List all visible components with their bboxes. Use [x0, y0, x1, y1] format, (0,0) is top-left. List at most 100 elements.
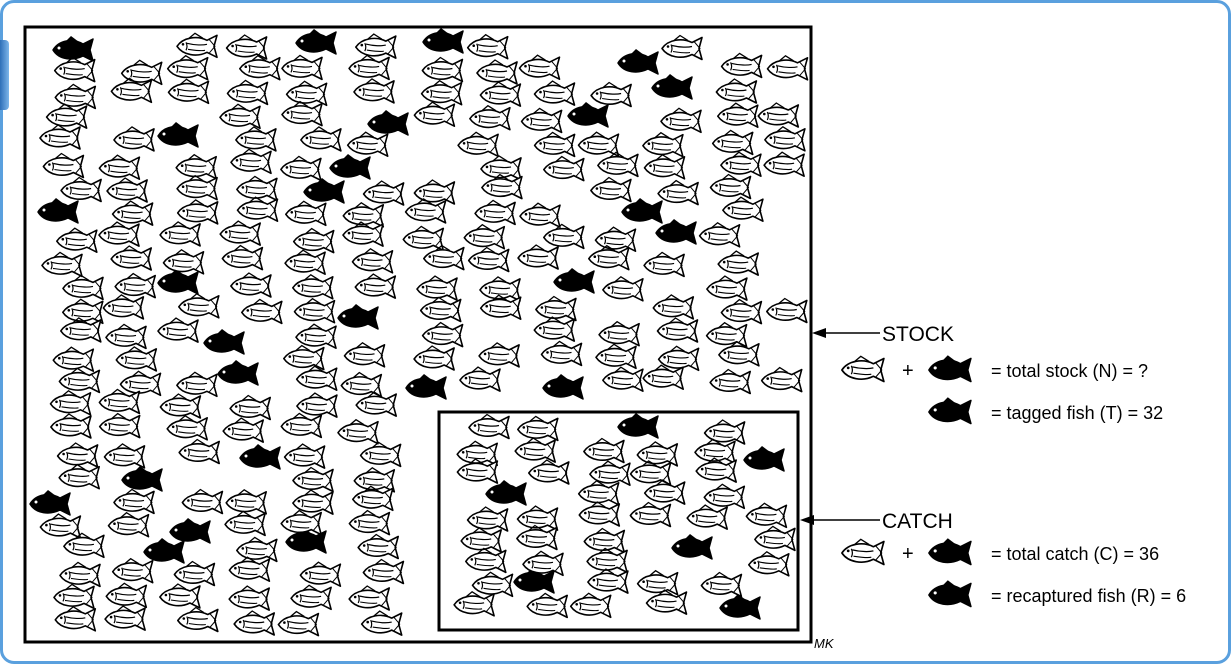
- outline-fish-icon: [300, 126, 342, 152]
- outline-fish-icon: [474, 199, 516, 226]
- outline-fish-icon: [281, 100, 323, 127]
- outline-fish-icon: [413, 179, 456, 205]
- outline-fish-icon: [45, 103, 88, 129]
- outline-fish-icon: [176, 199, 219, 225]
- outline-fish-icon: [233, 610, 276, 636]
- black-fish-icon: [567, 101, 609, 128]
- outline-fish-icon: [422, 244, 465, 271]
- outline-fish-icon: [224, 510, 266, 537]
- outline-fish-icon: [284, 249, 326, 276]
- black-fish-icon: [542, 373, 584, 400]
- outline-fish-icon: [722, 196, 764, 222]
- outline-fish-icon: [709, 173, 752, 200]
- outline-fish-icon: [219, 220, 262, 246]
- outline-fish-icon: [176, 371, 218, 398]
- outline-fish-icon: [114, 272, 156, 299]
- outline-fish-icon: [98, 412, 141, 439]
- black-fish-icon: [928, 537, 972, 566]
- outline-fish-icon: [598, 320, 640, 347]
- outline-fish-icon: [661, 34, 703, 61]
- outline-fish-icon: [296, 392, 338, 418]
- outline-fish-icon: [226, 79, 269, 106]
- outline-fish-icon: [343, 341, 386, 368]
- legend-total-stock: = total stock (N) = ?: [991, 361, 1148, 381]
- outline-fish-icon: [49, 389, 92, 416]
- outline-fish-icon: [362, 558, 405, 585]
- outline-fish-icon: [225, 488, 268, 515]
- black-fish-icon: [329, 153, 371, 180]
- outline-fish-icon: [228, 585, 271, 611]
- outline-fish-icon: [162, 248, 205, 275]
- outline-fish-icon: [720, 151, 762, 177]
- outline-fish-icon: [166, 414, 208, 441]
- outline-fish-icon: [357, 533, 400, 560]
- outline-fish-icon: [167, 78, 210, 105]
- outline-fish-icon: [295, 365, 338, 392]
- outline-fish-icon: [280, 412, 323, 439]
- outline-fish-icon: [720, 52, 763, 79]
- artist-signature: MK: [814, 636, 835, 651]
- outline-fish-icon: [39, 513, 82, 539]
- black-fish-icon: [651, 73, 693, 100]
- outline-fish-icon: [351, 485, 394, 512]
- outline-fish-icon: [222, 417, 265, 443]
- outline-fish-icon: [63, 532, 105, 559]
- outline-fish-icon: [597, 151, 639, 178]
- outline-fish-icon: [283, 443, 326, 469]
- outline-fish-icon: [764, 126, 806, 152]
- outline-fish-icon: [479, 276, 521, 302]
- outline-fish-icon: [54, 83, 97, 110]
- outline-fish-icon: [404, 198, 447, 224]
- outline-fish-icon: [421, 56, 464, 83]
- outline-fish-icon: [520, 107, 563, 134]
- black-fish-icon: [337, 303, 379, 330]
- outline-fish-icon: [757, 102, 800, 128]
- outline-fish-icon: [282, 344, 325, 371]
- outline-fish-icon: [277, 610, 320, 637]
- outline-fish-icon: [113, 488, 155, 515]
- outline-fish-icon: [236, 175, 278, 202]
- black-fish-icon: [29, 489, 71, 516]
- outline-fish-icon: [157, 317, 199, 343]
- outline-fish-icon: [105, 582, 148, 609]
- stock-box: [23, 25, 813, 644]
- outline-fish-icon: [103, 443, 146, 469]
- outline-fish-icon: [656, 317, 699, 343]
- outline-fish-icon: [590, 81, 632, 108]
- outline-fish-icon: [519, 202, 561, 228]
- outline-fish-icon: [59, 561, 101, 588]
- outline-fish-icon: [760, 366, 803, 393]
- outline-fish-icon: [56, 227, 98, 253]
- outline-fish-icon: [106, 177, 148, 203]
- outline-fish-icon: [235, 536, 278, 563]
- catch-label: CATCH: [882, 510, 953, 533]
- black-fish-icon: [143, 537, 185, 564]
- outline-fish-icon: [517, 244, 559, 270]
- outline-fish-icon: [41, 251, 83, 278]
- outline-fish-icon: [348, 54, 390, 81]
- plus-sign: +: [902, 360, 914, 382]
- outline-fish-icon: [111, 557, 154, 584]
- outline-fish-icon: [228, 556, 271, 583]
- outline-fish-icon: [240, 298, 283, 325]
- outline-fish-icon: [280, 509, 323, 536]
- outline-fish-icon: [642, 131, 684, 158]
- legend-tagged-fish: = tagged fish (T) = 32: [991, 403, 1163, 423]
- outline-fish-icon: [413, 101, 456, 127]
- side-tab: [0, 40, 9, 110]
- outline-fish-icon: [348, 509, 391, 536]
- black-fish-icon: [621, 197, 663, 224]
- black-fish-icon: [303, 177, 345, 204]
- outline-fish-icon: [715, 78, 758, 104]
- outline-fish-icon: [765, 297, 808, 324]
- outline-fish-icon: [159, 583, 201, 609]
- black-fish-icon: [157, 121, 199, 148]
- outline-fish-icon: [459, 366, 501, 392]
- outline-fish-icon: [230, 148, 272, 175]
- black-fish-icon: [405, 373, 447, 400]
- outline-fish-icon: [50, 413, 92, 439]
- outline-fish-icon: [643, 154, 686, 180]
- outline-fish-icon: [421, 321, 464, 348]
- outline-fish-icon: [53, 56, 96, 83]
- outline-fish-icon: [587, 244, 630, 271]
